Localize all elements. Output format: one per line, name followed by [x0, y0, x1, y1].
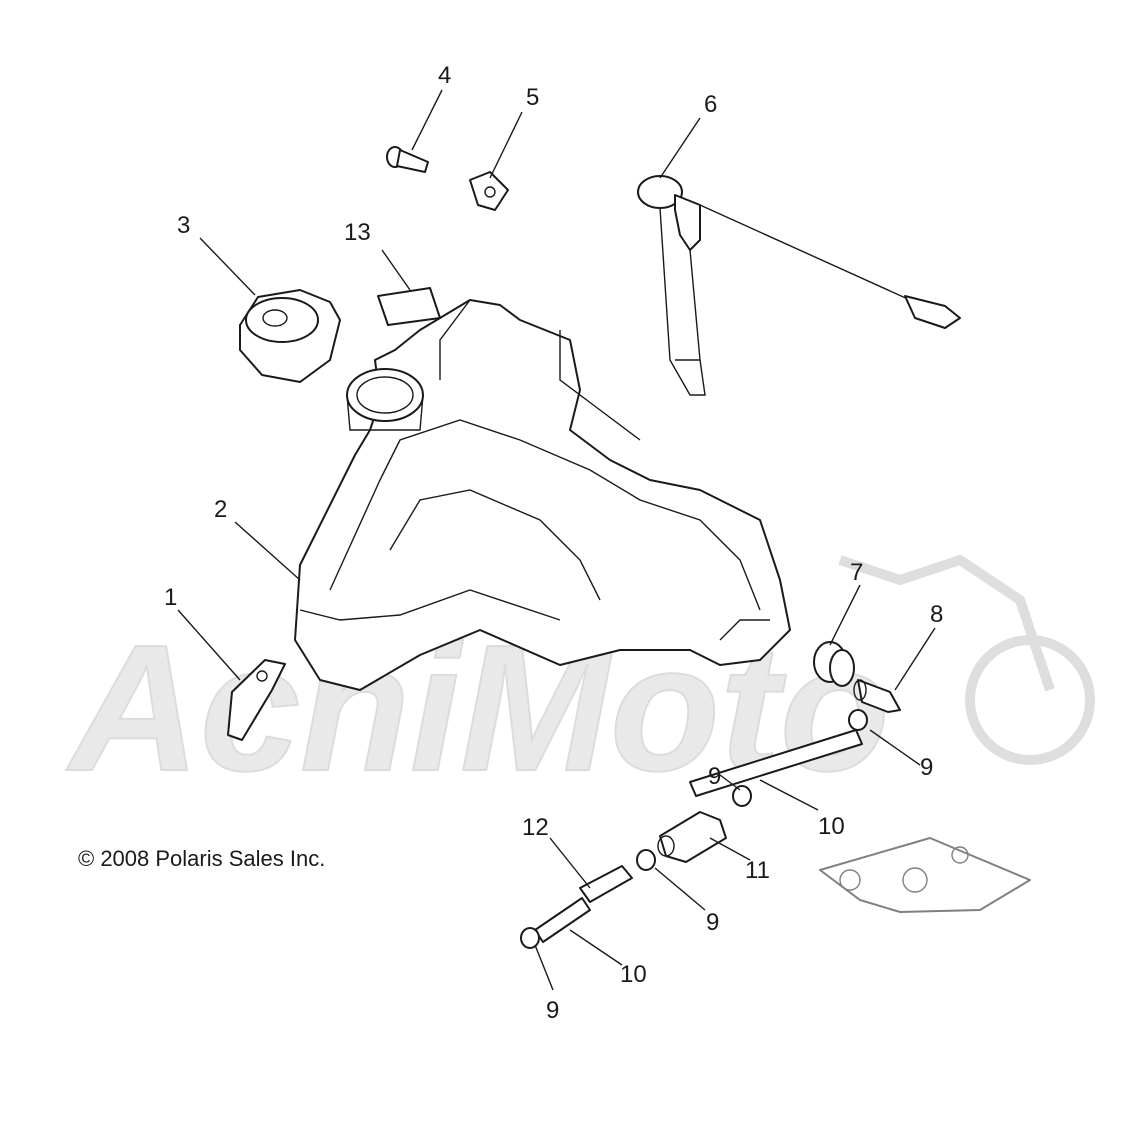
copyright-notice: © 2008 Polaris Sales Inc. — [78, 846, 325, 871]
callout-5: 5 — [526, 84, 539, 111]
bracket-inset — [819, 837, 1031, 913]
callout-3: 3 — [177, 212, 190, 239]
part-12-fitting — [579, 865, 633, 903]
callout-9-d: 9 — [546, 997, 559, 1024]
part-1-bracket — [227, 659, 286, 741]
part-9-clamp-bottom — [520, 927, 540, 949]
part-9-clamp-upper-right — [848, 709, 868, 731]
callout-10-b: 10 — [620, 961, 647, 988]
part-5-nut-clip — [469, 171, 509, 211]
callout-1: 1 — [164, 584, 177, 611]
part-13-label — [377, 287, 441, 326]
callout-8: 8 — [930, 601, 943, 628]
callout-12: 12 — [522, 814, 549, 841]
callout-9-c: 9 — [706, 909, 719, 936]
watermark-wheel — [965, 635, 1095, 765]
fuel-line-assembly — [520, 709, 868, 949]
part-3-fuel-cap — [239, 289, 341, 383]
callout-6: 6 — [704, 91, 717, 118]
part-10-hose-upper — [689, 729, 863, 797]
callout-9-a: 9 — [708, 763, 721, 790]
part-9-clamp-lower — [636, 849, 656, 871]
callout-labels: 1 2 3 4 5 6 7 8 9 9 9 9 10 10 11 12 13 — [164, 62, 943, 1024]
callout-13: 13 — [344, 219, 371, 246]
fuel-tank — [294, 299, 791, 691]
part-9-clamp-middle — [732, 785, 752, 807]
callout-4: 4 — [438, 62, 451, 89]
callout-2: 2 — [214, 496, 227, 523]
callout-7: 7 — [850, 559, 863, 586]
part-4-bolt — [386, 146, 429, 173]
callout-9-b: 9 — [920, 754, 933, 781]
callout-11: 11 — [745, 857, 770, 884]
part-8-elbow-fitting — [853, 679, 901, 713]
leader-lines — [177, 89, 936, 991]
callout-10-a: 10 — [818, 813, 845, 840]
part-7-grommet — [813, 641, 855, 687]
part-6-fuel-sender — [637, 175, 961, 396]
part-10-hose-lower — [534, 897, 591, 943]
watermark-motorcycle-frame — [838, 554, 1055, 692]
